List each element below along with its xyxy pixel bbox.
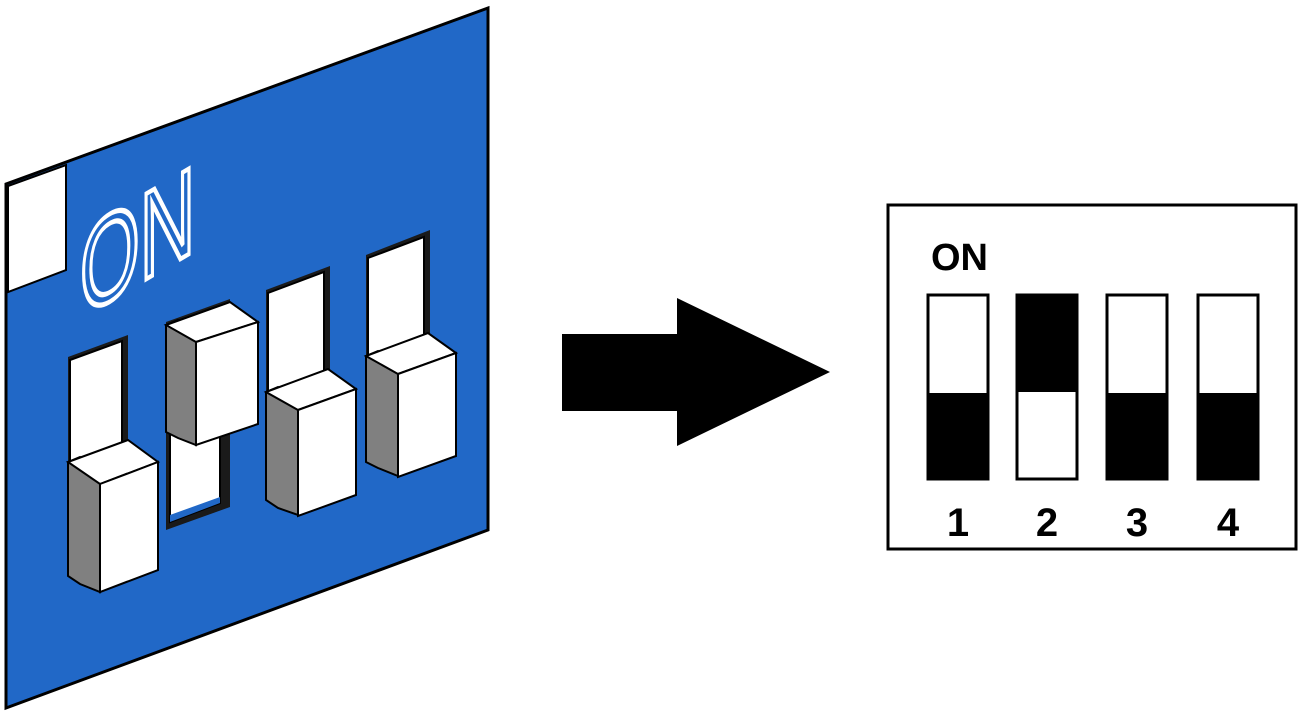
switch-lever-front: [397, 351, 457, 479]
diagram-switch-4[interactable]: 4: [1196, 293, 1260, 545]
diagram-switch-3[interactable]: 3: [1105, 293, 1169, 545]
right-arrow-icon: [562, 298, 830, 446]
switch-number: 2: [1036, 501, 1058, 545]
switch-knob: [1198, 393, 1258, 479]
corner-marker: [7, 163, 67, 294]
dip-switch-diagram: ON 1 2 3 4: [886, 203, 1298, 551]
switch-3d-4[interactable]: [363, 230, 459, 479]
switch-knob: [928, 393, 988, 479]
switch-knob: [1107, 393, 1167, 479]
switch-number: 4: [1217, 501, 1240, 545]
switch-lever-front: [195, 320, 259, 447]
switch-lever-front: [99, 460, 159, 594]
switch-3d-3[interactable]: [263, 266, 359, 518]
switch-number: 3: [1126, 501, 1148, 545]
dip-switch-3d: ON: [4, 5, 490, 711]
switch-3d-2[interactable]: [163, 299, 261, 530]
switch-number: 1: [947, 501, 969, 545]
diagram-switch-2[interactable]: 2: [1015, 293, 1079, 545]
switch-slot-floor: [170, 497, 220, 522]
switch-lever-front: [297, 387, 357, 518]
switch-knob: [1017, 295, 1077, 392]
diagram-switch-1[interactable]: 1: [926, 293, 990, 545]
diagram-on-label: ON: [931, 237, 988, 279]
switch-3d-1[interactable]: [65, 335, 161, 594]
